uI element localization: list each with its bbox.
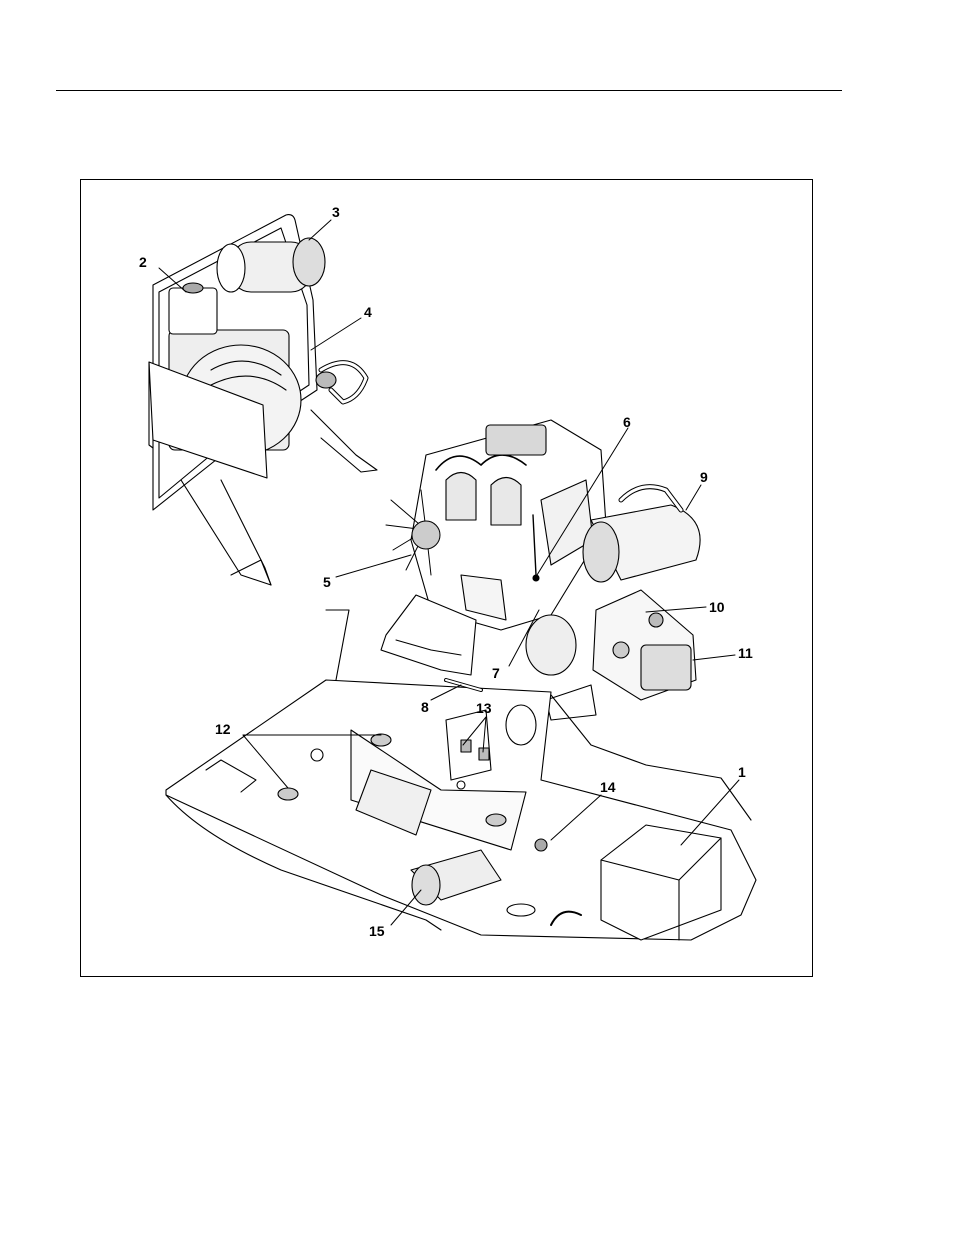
leader-11 <box>693 655 735 660</box>
figure-frame: 1 2 3 4 5 6 7 8 9 10 11 12 13 14 15 <box>80 179 813 977</box>
callout-15: 15 <box>369 924 385 938</box>
callout-7: 7 <box>492 666 500 680</box>
callout-8: 8 <box>421 700 429 714</box>
leader-9 <box>686 485 701 510</box>
radiator-assembly <box>149 215 377 585</box>
callout-12: 12 <box>215 722 231 736</box>
callout-9: 9 <box>700 470 708 484</box>
leader-3 <box>309 220 331 240</box>
callout-13: 13 <box>476 701 492 715</box>
callout-5: 5 <box>323 575 331 589</box>
header-rule <box>56 90 842 91</box>
callout-4: 4 <box>364 305 372 319</box>
exploded-diagram <box>81 180 814 978</box>
leader-4 <box>311 318 361 350</box>
callout-10: 10 <box>709 600 725 614</box>
callout-3: 3 <box>332 205 340 219</box>
callout-14: 14 <box>600 780 616 794</box>
callout-6: 6 <box>623 415 631 429</box>
leader-5 <box>336 555 411 577</box>
callout-2: 2 <box>139 255 147 269</box>
callout-1: 1 <box>738 765 746 779</box>
callout-11: 11 <box>738 646 753 660</box>
